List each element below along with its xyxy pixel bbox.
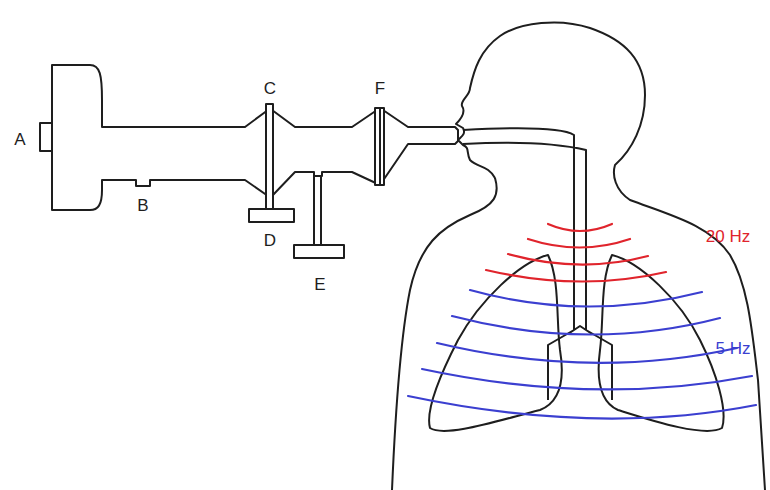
part-letter: E bbox=[314, 276, 325, 293]
part-letter: F bbox=[375, 80, 385, 97]
wave-5hz bbox=[408, 290, 756, 419]
frequency-label: 20 Hz bbox=[706, 228, 750, 245]
transducer-e bbox=[294, 245, 344, 258]
right-lung bbox=[599, 255, 724, 431]
body-outline bbox=[392, 22, 765, 490]
frequency-label: 5 Hz bbox=[716, 340, 751, 357]
part-letter: C bbox=[264, 80, 276, 97]
part-letter: D bbox=[264, 232, 276, 249]
part-letter: A bbox=[14, 131, 25, 148]
pneumotach-screen bbox=[266, 104, 273, 210]
wave-20hz bbox=[486, 224, 666, 282]
speaker-magnet bbox=[40, 123, 52, 151]
part-letter: B bbox=[137, 197, 148, 214]
filter-f bbox=[375, 108, 384, 185]
loudspeaker bbox=[52, 65, 458, 210]
transducer-d bbox=[249, 209, 294, 222]
filter-seam bbox=[379, 108, 381, 185]
transducer-e-stem bbox=[314, 176, 321, 246]
